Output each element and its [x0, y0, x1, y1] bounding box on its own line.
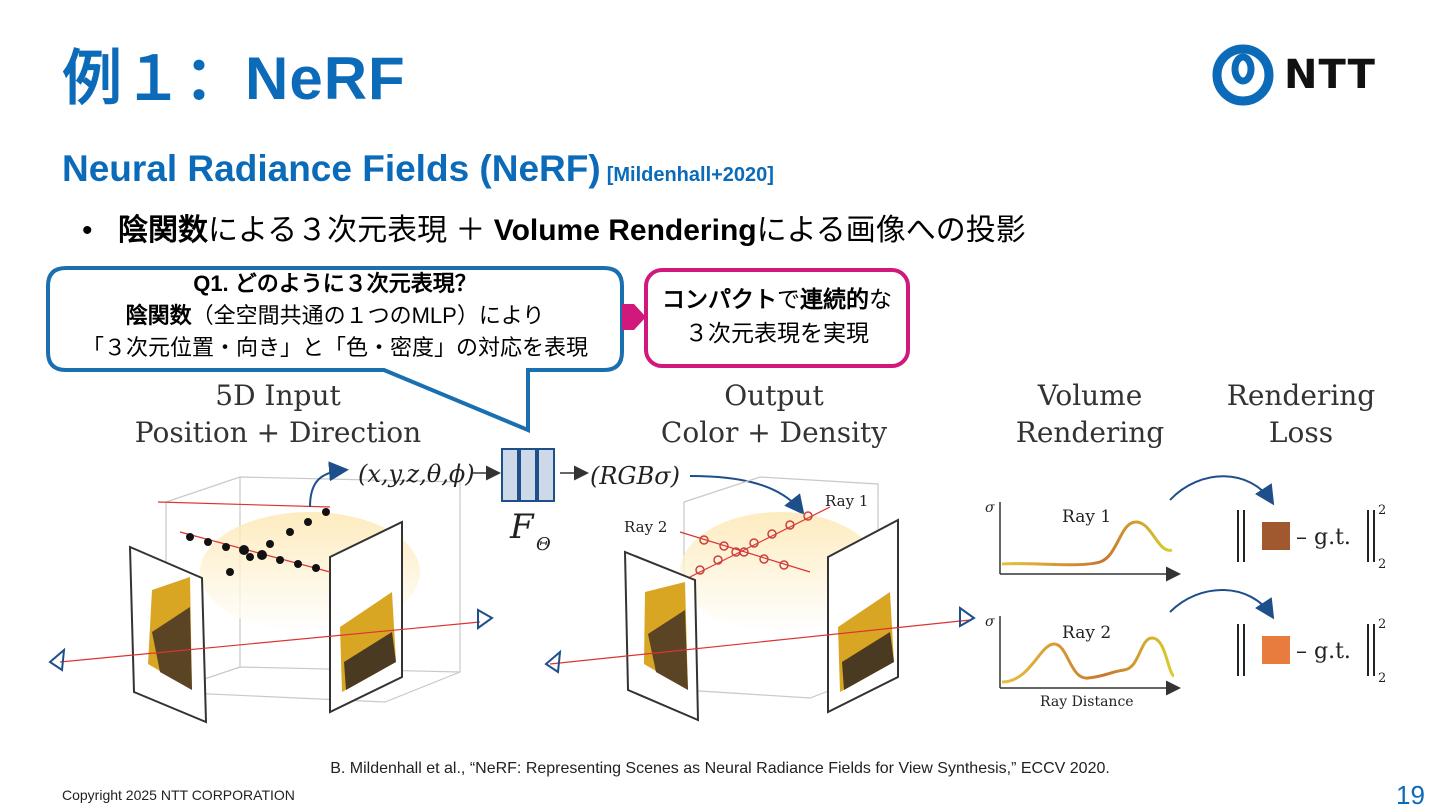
loss-sub-ray1: 2	[1378, 557, 1386, 572]
figure-title-input-line1: 5D Input	[215, 379, 341, 412]
plot-ray2: σ Ray 2 Ray Distance	[985, 614, 1181, 710]
callout-q1-question: Q1. どのように３次元表現？	[193, 271, 477, 296]
output-tuple-label: (RGBσ)	[590, 462, 680, 490]
input-sample-points	[186, 508, 330, 576]
plot-ray1-sigma: σ	[985, 500, 995, 516]
output-ray-3	[689, 506, 831, 578]
input-ray-1	[59, 621, 481, 663]
right-image-plane	[329, 520, 403, 714]
plot1-to-loss-arrow	[1169, 475, 1275, 506]
output-left-image-plane	[623, 550, 700, 722]
citation: B. Mildenhall et al., “NeRF: Representin…	[330, 760, 1110, 777]
plot-ray2-sigma: σ	[985, 614, 995, 630]
page-number: 19	[1396, 780, 1425, 810]
loss-color-swatch-ray2	[1262, 636, 1290, 664]
bullet-marker: •	[82, 214, 93, 247]
callout-q1-line3: 「３次元位置・向き」と「色・密度」の対応を表現	[81, 335, 588, 360]
right-camera-icon	[477, 608, 494, 630]
plot-ray1: σ Ray 1	[985, 500, 1181, 582]
figure-title-volume-line1: Volume	[1037, 379, 1143, 412]
plot-ray-distance-label: Ray Distance	[1040, 694, 1134, 710]
output-scene-group: Ray 1 Ray 2	[544, 476, 976, 722]
bullet-point: • 陰関数による３次元表現 ＋ Volume Renderingによる画像への投影	[82, 205, 1026, 249]
plot-ray1-label: Ray 1	[1062, 507, 1111, 527]
ntt-logo	[1212, 44, 1274, 106]
network-subscript: Θ	[536, 534, 551, 555]
callout-q1-bubble	[46, 266, 624, 433]
output-left-camera-icon	[544, 649, 562, 674]
network-label: F	[509, 507, 535, 547]
network-block	[501, 448, 555, 502]
loss-power-ray1: 2	[1378, 503, 1386, 518]
callout-q1-text: Q1. どのように３次元表現？ 陰関数（全空間共通の１つのMLP）により 「３次…	[48, 268, 622, 364]
input-ray-3	[179, 531, 331, 573]
left-camera-icon	[48, 647, 66, 672]
nerf-pipeline-figure: (x,y,z,θ,ϕ) F Θ (RGBσ)	[48, 448, 1386, 724]
output-to-scene-arrow	[689, 475, 805, 516]
loss-sub-ray2: 2	[1378, 671, 1386, 686]
loss-color-swatch-ray1	[1262, 522, 1290, 550]
ntt-logo-mark-outer	[1212, 44, 1274, 106]
loss-term-ray2: – g.t. 2 2	[1237, 617, 1386, 686]
plot-ray2-curve	[1001, 636, 1176, 684]
figure-title-loss: Rendering Loss	[1216, 377, 1386, 451]
loss-gt-ray1: – g.t.	[1296, 525, 1351, 550]
figure-title-output-line2: Color + Density	[660, 416, 888, 449]
bullet-text-2: による画像への投影	[756, 214, 1026, 247]
figure-title-volume-line2: Rendering	[1015, 416, 1165, 449]
input-to-tuple-arrow	[309, 461, 349, 508]
input-scene-group	[48, 461, 494, 724]
plot-ray1-curve	[1001, 520, 1173, 567]
section-subtitle: Neural Radiance Fields (NeRF)[Mildenhall…	[62, 148, 774, 190]
ntt-logo-text: NTT	[1284, 52, 1376, 98]
plot-ray2-label: Ray 2	[1062, 623, 1111, 643]
output-right-image-plane	[827, 518, 899, 714]
figure-title-input: 5D Input Position + Direction	[128, 377, 428, 451]
subtitle-reference: [Mildenhall+2020]	[606, 164, 774, 186]
scene-ray1-label: Ray 1	[825, 492, 868, 510]
callout-answer-line2: ３次元表現を実現	[685, 320, 869, 346]
figure-title-loss-line1: Rendering	[1226, 379, 1376, 412]
copyright: Copyright 2025 NTT CORPORATION	[62, 787, 295, 803]
scene-ray2-label: Ray 2	[624, 518, 667, 536]
bullet-bold-volume-rendering: Volume Rendering	[493, 214, 757, 247]
plot2-to-loss-arrow	[1169, 589, 1275, 620]
callout-connector-arrow	[622, 304, 646, 330]
loss-gt-ray2: – g.t.	[1296, 639, 1351, 664]
figure-title-loss-line2: Loss	[1268, 416, 1334, 449]
output-sample-points	[695, 511, 813, 575]
figure-title-volume: Volume Rendering	[1000, 377, 1180, 451]
callout-q1-line2: 陰関数（全空間共通の１つのMLP）により	[125, 303, 545, 328]
output-ray-1	[549, 619, 971, 665]
bullet-text-1: による３次元表現 ＋	[208, 214, 494, 247]
input-ray-2	[157, 501, 331, 508]
loss-power-ray2: 2	[1378, 617, 1386, 632]
bullet-bold-implicit: 陰関数	[118, 214, 208, 247]
output-right-camera-icon	[959, 606, 976, 628]
left-image-plane	[128, 545, 208, 724]
input-tuple-label: (x,y,z,θ,ϕ)	[358, 460, 475, 488]
figure-title-output-line1: Output	[724, 379, 824, 412]
callout-answer-line1: コンパクトで連続的な	[662, 286, 892, 312]
callout-answer-text: コンパクトで連続的な ３次元表現を実現	[646, 282, 908, 350]
loss-term-ray1: – g.t. 2 2	[1237, 503, 1386, 572]
figure-title-input-line2: Position + Direction	[134, 416, 422, 449]
subtitle-text: Neural Radiance Fields (NeRF)	[62, 148, 601, 189]
callout-answer-box	[644, 268, 910, 368]
slide-title: 例１：NeRF	[62, 45, 406, 112]
ntt-logo-mark-inner	[1231, 53, 1255, 85]
figure-title-output: Output Color + Density	[644, 377, 904, 451]
